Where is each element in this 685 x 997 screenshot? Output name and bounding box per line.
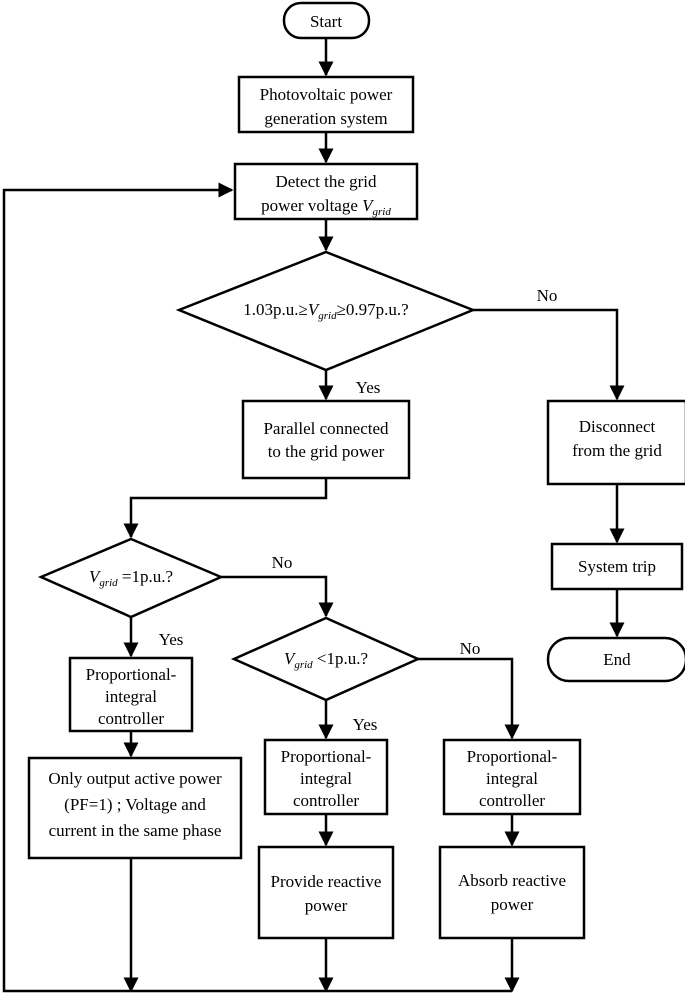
decision2-yes-label: Yes [159,630,184,649]
disconnect-line2: from the grid [572,441,662,460]
decision-less-1pu: Vgrid <1p.u.? [230,616,422,702]
decision-voltage-range: 1.03p.u.≥Vgrid≥0.97p.u.? [175,250,477,372]
only-active-line1: Only output active power [48,769,222,788]
edge-decision3-no [418,657,520,740]
disconnect-line1: Disconnect [579,417,656,436]
start-label: Start [310,12,342,31]
edge-feedback-loop [2,182,512,993]
decision1-no-label: No [537,286,558,305]
only-active-line2: (PF=1) ; Voltage and [64,795,206,814]
pi2-line3: controller [293,791,359,810]
decision1-label: 1.03p.u.≥Vgrid≥0.97p.u.? [243,300,408,322]
decision2-no-label: No [272,553,293,572]
provide-line1: Provide reactive [271,872,382,891]
pi-controller-1: Proportional- integral controller [68,656,194,733]
decision1-yes-label: Yes [356,378,381,397]
end-label: End [603,650,631,669]
pi1-line2: integral [105,687,157,706]
pi3-line2: integral [486,769,538,788]
decision3-yes-label: Yes [353,715,378,734]
pi3-line1: Proportional- [467,747,558,766]
only-active-line3: current in the same phase [49,821,222,840]
edge-parallel-to-decision2 [123,478,328,539]
pi-controller-2: Proportional- integral controller [263,738,389,816]
parallel-connected-box: Parallel connected to the grid power [241,399,411,480]
detect-line1: Detect the grid [275,172,377,191]
absorb-line2: power [491,895,534,914]
edge-decision1-no [473,308,625,401]
provide-line2: power [305,896,348,915]
disconnect-box: Disconnect from the grid [546,399,685,486]
start-terminal: Start [282,1,371,40]
decision2-label: Vgrid =1p.u.? [89,567,173,589]
absorb-line1: Absorb reactive [458,871,566,890]
pi1-line3: controller [98,709,164,728]
pi3-line3: controller [479,791,545,810]
parallel-line1: Parallel connected [263,419,389,438]
provide-reactive-box: Provide reactive power [257,845,395,940]
pi2-line2: integral [300,769,352,788]
detect-line2: power voltage Vgrid [261,196,391,218]
pi1-line1: Proportional- [86,665,177,684]
pi2-line1: Proportional- [281,747,372,766]
system-trip-label: System trip [578,557,656,576]
pv-system-line1: Photovoltaic power [260,85,393,104]
edges [2,38,625,993]
decision3-no-label: No [460,639,481,658]
system-trip-box: System trip [550,542,684,591]
pv-system-line2: generation system [264,109,387,128]
parallel-line2: to the grid power [268,442,385,461]
decision-equal-1pu: Vgrid =1p.u.? [37,537,225,619]
only-active-power-box: Only output active power (PF=1) ; Voltag… [27,756,243,860]
pv-system-box: Photovoltaic power generation system [237,75,415,134]
pi-controller-3: Proportional- integral controller [442,738,582,816]
absorb-reactive-box: Absorb reactive power [438,845,586,940]
end-terminal: End [546,636,685,683]
decision3-label: Vgrid <1p.u.? [284,649,368,671]
edge-decision2-no [221,575,334,618]
detect-voltage-box: Detect the grid power voltage Vgrid [233,162,419,221]
